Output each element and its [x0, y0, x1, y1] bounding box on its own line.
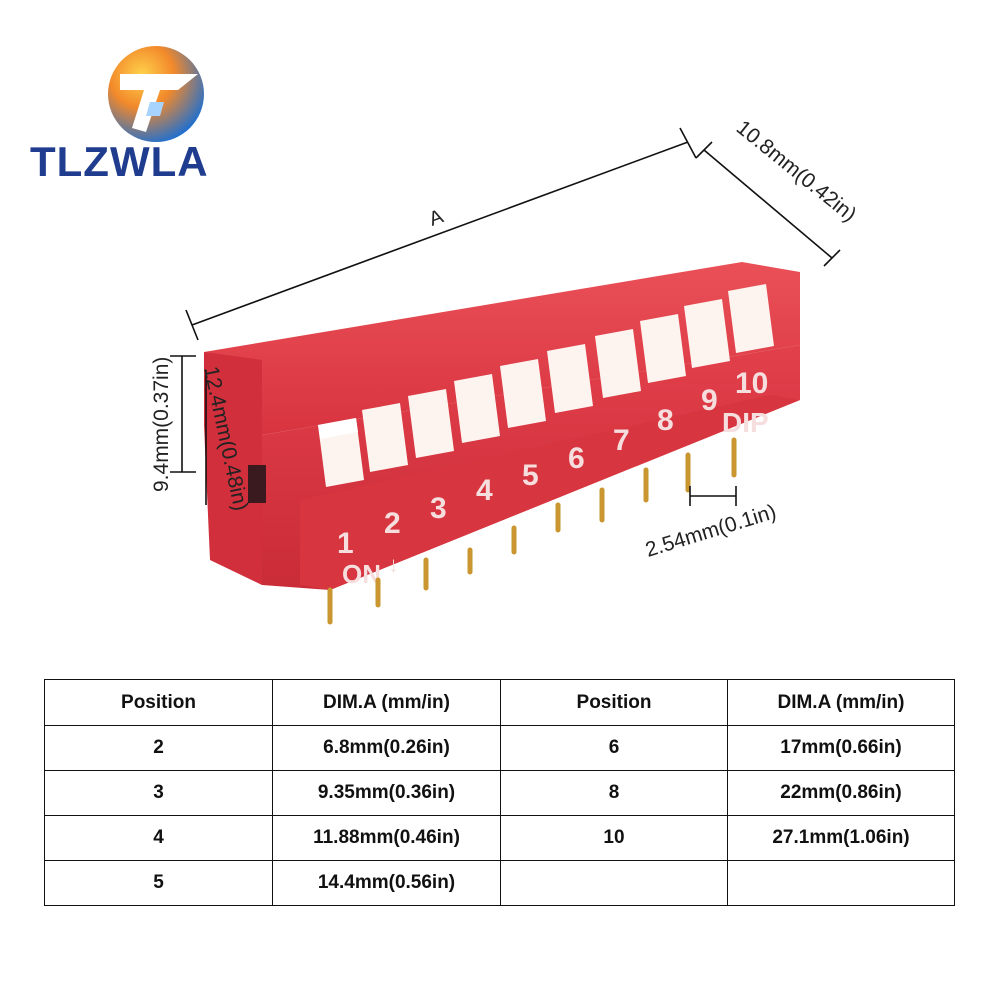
dip-label: DIP [722, 407, 769, 438]
table-cell: 27.1mm(1.06in) [727, 815, 955, 861]
pins-back [555, 437, 737, 533]
switch-number-2: 2 [384, 507, 401, 540]
header-dim-a-1: DIM.A (mm/in) [272, 679, 501, 726]
brand-logo [28, 32, 278, 182]
switch-6 [547, 344, 593, 413]
table-row: 3 9.35mm(0.36in) 8 22mm(0.86in) [44, 770, 955, 816]
switch-9 [684, 299, 730, 368]
on-label: ON [342, 559, 381, 589]
table-header-row: Position DIM.A (mm/in) Position DIM.A (m… [44, 679, 955, 726]
body-top [204, 262, 800, 435]
switch-number-10: 10 [735, 367, 768, 400]
table-cell: 3 [44, 770, 273, 816]
dim-depth-label: 10.8mm(0.42in) [732, 116, 861, 226]
table-cell: 8 [500, 770, 728, 816]
dim-pitch-label: 2.54mm(0.1in) [643, 500, 779, 562]
table-row: 2 6.8mm(0.26in) 6 17mm(0.66in) [44, 725, 955, 771]
switch-number-9: 9 [701, 384, 718, 417]
dimension-lines [170, 127, 841, 506]
switch-number-7: 7 [613, 424, 630, 457]
logo-globe-icon [108, 46, 204, 142]
switch-number-6: 6 [568, 442, 585, 475]
window-slot [248, 465, 266, 503]
switch-3 [408, 389, 454, 458]
switch-number-4: 4 [476, 474, 493, 507]
table-cell: 6 [500, 725, 728, 771]
table-cell: 22mm(0.86in) [727, 770, 955, 816]
switch-8 [640, 314, 686, 383]
table-cell: 9.35mm(0.36in) [272, 770, 501, 816]
switch-5 [500, 359, 546, 428]
switch-4 [454, 374, 500, 443]
switch-2 [362, 403, 408, 472]
dim-height-label: 9.4mm(0.37in) [150, 357, 173, 492]
table-cell [727, 860, 955, 906]
switch-number-1: 1 [337, 527, 354, 560]
header-position-2: Position [500, 679, 728, 726]
table-cell: 17mm(0.66in) [727, 725, 955, 771]
table-cell: 2 [44, 725, 273, 771]
table-cell: 6.8mm(0.26in) [272, 725, 501, 771]
table-cell: 4 [44, 815, 273, 861]
dimension-table: Position DIM.A (mm/in) Position DIM.A (m… [44, 679, 955, 906]
switch-1 [318, 418, 364, 487]
body-left [204, 352, 262, 585]
dim-a-label: A [426, 205, 447, 230]
table-cell: 10 [500, 815, 728, 861]
table-cell: 11.88mm(0.46in) [272, 815, 501, 861]
switch-number-5: 5 [522, 459, 539, 492]
table-cell: 5 [44, 860, 273, 906]
table-row: 4 11.88mm(0.46in) 10 27.1mm(1.06in) [44, 815, 955, 861]
switch-7 [595, 329, 641, 398]
switch-number-8: 8 [657, 404, 674, 437]
pins-front [327, 525, 517, 625]
header-position-1: Position [44, 679, 273, 726]
table-cell [500, 860, 728, 906]
switch-row [318, 284, 774, 487]
header-dim-a-2: DIM.A (mm/in) [727, 679, 955, 726]
switch-number-3: 3 [430, 492, 447, 525]
dip-switch-diagram: 1 2 3 4 5 6 7 8 9 10 ON ↓ DIP A 10 [150, 116, 861, 625]
brand-name: TLZWLA [30, 138, 209, 185]
on-arrow-icon: ↓ [388, 552, 399, 577]
table-row: 5 14.4mm(0.56in) [44, 860, 955, 906]
table-cell: 14.4mm(0.56in) [272, 860, 501, 906]
switch-10 [728, 284, 774, 353]
